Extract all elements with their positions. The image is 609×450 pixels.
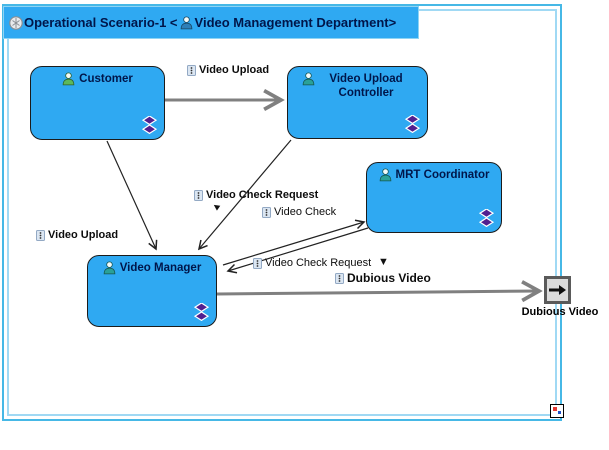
representation-diamonds-icon: [479, 209, 494, 227]
exchange-label-video-check-request-right[interactable]: Video Check Request: [253, 257, 371, 269]
operational-entity-icon: [302, 72, 315, 86]
diagram-title-suffix: Video Management Department>: [194, 15, 397, 30]
node-video-upload-controller[interactable]: Video Upload Controller: [287, 66, 428, 139]
node-label: MRT Coordinator: [395, 169, 490, 181]
exchange-item-icon: [262, 206, 271, 218]
exchange-label-text: Video Check Request: [206, 189, 319, 201]
exchange-label-video-upload-top[interactable]: Video Upload: [187, 64, 269, 76]
direction-triangle-icon: ▼: [378, 256, 389, 268]
diagram-title-bar[interactable]: Operational Scenario-1 < Video Managemen…: [3, 6, 419, 39]
operational-entity-icon: [103, 261, 115, 275]
representation-diamonds-icon: [405, 115, 420, 133]
port-arrow-icon: [549, 285, 566, 295]
collapse-marker-icon[interactable]: [550, 404, 564, 418]
exchange-item-icon: [335, 272, 344, 284]
node-video-manager[interactable]: Video Manager: [87, 255, 217, 327]
diagram-title-prefix: Operational Scenario-1 <: [24, 15, 178, 30]
node-label: Video Manager: [119, 262, 202, 274]
node-customer[interactable]: Customer: [30, 66, 165, 140]
operational-actor-icon: [62, 72, 75, 86]
port-label: Dubious Video: [521, 306, 599, 318]
exchange-label-video-check[interactable]: Video Check: [262, 206, 336, 218]
exchange-label-text: Video Upload: [199, 64, 270, 76]
exchange-label-text: Video Check Request: [265, 257, 372, 269]
scenario-icon: [9, 15, 23, 30]
exchange-label-video-upload-left[interactable]: Video Upload: [36, 229, 118, 241]
operational-entity-icon: [180, 15, 192, 29]
exchange-item-icon: [187, 64, 196, 76]
exchange-item-icon: [253, 257, 262, 269]
exchange-label-dubious-video[interactable]: Dubious Video: [335, 271, 431, 285]
node-mrt-coordinator[interactable]: MRT Coordinator: [366, 162, 502, 233]
node-label: Customer: [79, 73, 133, 85]
exit-port-icon[interactable]: [544, 276, 571, 304]
representation-diamonds-icon: [142, 116, 157, 134]
node-label: Video Upload Controller: [329, 73, 403, 100]
exchange-label-video-check-request-mid[interactable]: Video Check Request: [194, 189, 318, 201]
exchange-item-icon: [194, 189, 203, 201]
collapse-marker-blue-square: [558, 411, 561, 414]
exchange-label-text: Dubious Video: [347, 271, 431, 285]
operational-entity-icon: [379, 168, 391, 182]
exchange-label-text: Video Check: [274, 206, 337, 218]
representation-diamonds-icon: [194, 303, 209, 321]
collapse-marker-red-square: [553, 407, 557, 411]
exchange-label-text: Video Upload: [48, 229, 119, 241]
exchange-item-icon: [36, 229, 45, 241]
